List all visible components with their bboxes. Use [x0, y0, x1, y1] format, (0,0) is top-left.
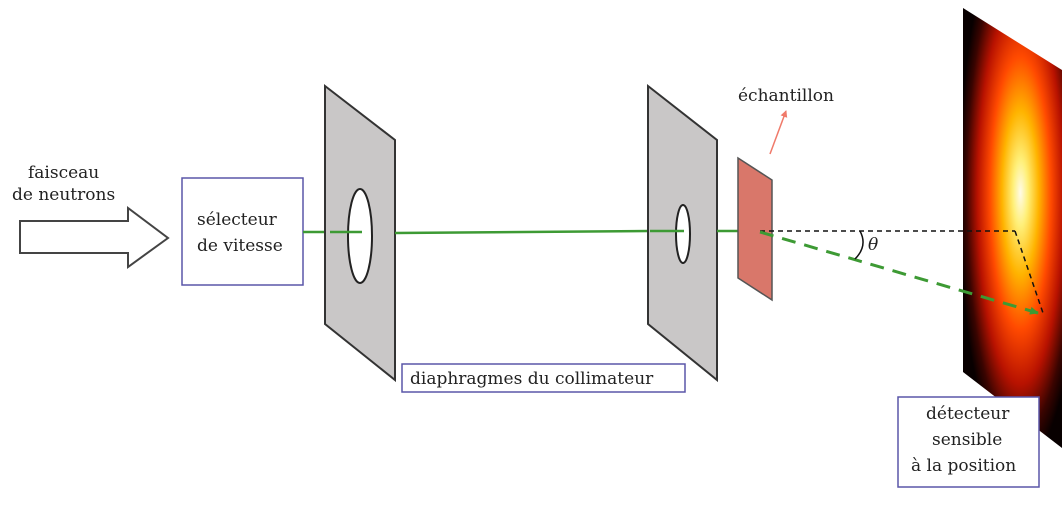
detector-label-line2: sensible — [932, 430, 1002, 450]
sample-pointer — [769, 110, 788, 155]
incoming-beam-arrow — [19, 206, 170, 269]
sample-label: échantillon — [738, 86, 834, 106]
beam-label-line1: faisceau — [28, 163, 99, 183]
collimated-beam — [394, 229, 651, 235]
detector-projection-line — [1014, 230, 1044, 314]
collimator-label: diaphragmes du collimateur — [410, 369, 654, 389]
selector-label-line2: de vitesse — [197, 236, 283, 256]
scattering-angle-label: θ — [868, 235, 878, 255]
selector-label-line1: sélecteur — [197, 210, 278, 230]
sample — [737, 156, 773, 302]
scattering-angle-arc — [854, 230, 864, 260]
velocity-selector-box — [181, 177, 304, 286]
scattered-beam — [759, 230, 1039, 315]
detector-label-line3: à la position — [911, 456, 1016, 476]
collimator-label-box — [401, 363, 686, 393]
detector-label-box — [897, 396, 1040, 488]
detector-label-line1: détecteur — [926, 404, 1010, 424]
diaphragm-1-aperture — [347, 188, 373, 284]
diaphragm-2-aperture — [675, 204, 691, 264]
beam-label-line2: de neutrons — [12, 185, 115, 205]
position-sensitive-detector — [963, 8, 1062, 448]
